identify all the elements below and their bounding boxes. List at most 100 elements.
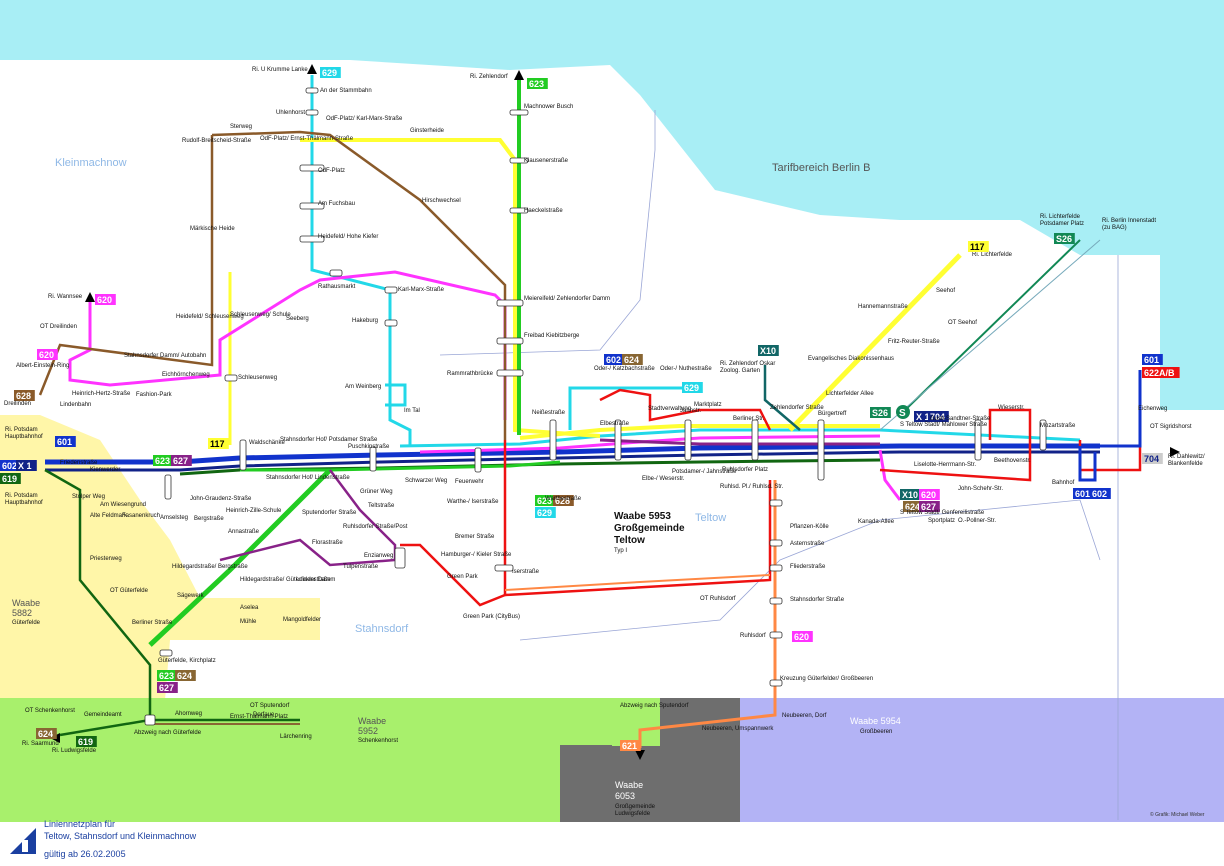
stop-label: Schleusenweg: [238, 375, 277, 381]
stop-label: Stahnsdorfer Straße: [790, 597, 845, 603]
svg-text:620: 620: [39, 350, 54, 360]
line-x10: [763, 365, 801, 431]
line-badge-619: 619: [0, 473, 21, 484]
stop-label: Oder-/ Katzbachstraße: [594, 366, 655, 372]
stop-label: Lindenbahn: [60, 402, 91, 408]
dir-wannsee: Ri. Wannsee: [48, 294, 83, 300]
svg-text:627: 627: [921, 502, 936, 512]
stop-label: Sterweg: [230, 124, 252, 130]
dir-krumme-lanke: Ri. U Krumme Lanke: [252, 67, 308, 73]
svg-text:629: 629: [322, 68, 337, 78]
stop-label: Ruhlsdorfer Straße/Post: [343, 524, 408, 530]
stop-label: Schleusenweg/ Schule: [230, 312, 291, 318]
stop-label: Hamburger-/ Kieler Straße: [441, 552, 512, 558]
stop-label: Hildegardstraße/ Güterfelder Damm: [240, 577, 335, 583]
svg-text:704: 704: [930, 412, 945, 422]
stop-label: Abzweig nach Sputendorf: [620, 703, 689, 709]
svg-text:S26: S26: [1056, 234, 1072, 244]
stop-label: Kreuzung Güterfelder/ Großbeeren: [780, 676, 873, 682]
stop-label: Beethovenstr.: [994, 458, 1031, 464]
waabe-5952-line2: 5952: [358, 726, 378, 736]
svg-text:628: 628: [16, 391, 31, 401]
line-badge-620: 620: [792, 631, 813, 642]
svg-text:628: 628: [555, 496, 570, 506]
stop-label: Jahnstr.: [680, 408, 701, 414]
line-601-east: [1100, 370, 1142, 448]
line-badge-601: 601: [1073, 488, 1094, 499]
svg-text:629: 629: [537, 508, 552, 518]
dir-potsdam-2a: Ri. Potsdam: [5, 493, 38, 499]
stop-label: Seeberg: [286, 316, 309, 322]
stop-label: Kanada-Allee: [858, 519, 895, 525]
line-badge-x10: X10: [900, 489, 921, 500]
line-badge-x1: X 1: [16, 460, 37, 471]
footer-valid: gültig ab 26.02.2005: [44, 849, 126, 859]
stop-label: Luisenstraße: [296, 577, 331, 583]
stop-label: Warthe-/ Iserstraße: [447, 499, 499, 505]
dir-potsdam-1b: Hauptbahnhof: [5, 434, 43, 440]
svg-text:624: 624: [38, 729, 53, 739]
stop-label: Im Tal: [404, 408, 420, 414]
footer-credit: © Grafik: Michael Weber: [1150, 812, 1205, 818]
waabe-6053-area: [560, 698, 740, 822]
stop-label: John-Graudenz-Straße: [190, 496, 252, 502]
svg-text:601: 601: [1075, 489, 1090, 499]
line-badge-627: 627: [157, 682, 178, 693]
svg-text:620: 620: [97, 295, 112, 305]
stop-label: Ginsterheide: [410, 128, 445, 134]
stop-label: OdF-Platz/ Ernst-Thälmann-Straße: [260, 136, 354, 142]
dir-saarmund: Ri. Saarmund: [22, 741, 59, 747]
stop-label: S Teltow Stadt/ Mahlower Straße: [900, 422, 988, 428]
waabe-5952-line1: Waabe: [358, 716, 386, 726]
waabe-5882-line2: 5882: [12, 608, 32, 618]
stop-label: Green Park (CityBus): [463, 614, 520, 620]
dir-dahlewitz-2: Blankenfelde: [1168, 461, 1203, 467]
line-badge-624: 624: [622, 354, 643, 365]
svg-text:619: 619: [2, 474, 17, 484]
stop-label: Rudolf-Breitscheid-Straße: [182, 138, 252, 144]
svg-text:624: 624: [624, 355, 639, 365]
line-badge-622a/b: 622A/B: [1142, 367, 1180, 378]
footer-title-2: Teltow, Stahnsdorf und Kleinmachnow: [44, 831, 197, 841]
stop-label: Pflanzen-Kölle: [790, 524, 829, 530]
waabe-5952-area: [0, 698, 660, 822]
stop-label: Güterfelde, Kirchplatz: [158, 658, 216, 664]
line-620-east: [878, 449, 902, 501]
stop-label: John-Schehr-Str.: [958, 486, 1003, 492]
line-badge-629: 629: [682, 382, 703, 393]
line-623-south: [148, 468, 332, 647]
stop-label: Berliner Str.: [733, 416, 765, 422]
stop-label: Priesterweg: [90, 556, 122, 562]
stop-label: Wieserstr.: [998, 405, 1025, 411]
waabe-6053-line3: Großgemeinde: [615, 804, 656, 810]
stop-label: Eichhörnchenweg: [162, 372, 210, 378]
stop-label: Bürgertreff: [818, 411, 847, 417]
line-s26: [899, 239, 1081, 416]
stop-label: Puschkinstraße: [348, 444, 390, 450]
stop-label: Teltstraße: [368, 503, 395, 509]
area-teltow: Teltow: [695, 512, 726, 524]
stop-label: Albert-Einstein-Ring: [16, 363, 69, 369]
stop-label: Friedenstraße: [60, 460, 98, 466]
svg-text:X 1: X 1: [916, 412, 930, 422]
line-badge-620: 620: [919, 489, 940, 500]
stop-label: Sportplatz: [928, 518, 955, 524]
stop-label: Sputendorfer Straße: [302, 510, 357, 516]
line-117-ne: [788, 253, 962, 432]
stop-label: Stahnsdorfer Damm/ Autobahn: [124, 353, 206, 359]
stop-label: Green Park: [447, 574, 479, 580]
line-badge-623: 623: [535, 495, 556, 506]
stop-label: Seehof: [936, 288, 955, 294]
waabe-5954-sub: Großbeeren: [860, 729, 892, 735]
stop-label: Kienwerder: [90, 467, 120, 473]
line-badge-628: 628: [553, 495, 574, 506]
dir-zehlendorf: Ri. Zehlendorf: [470, 74, 508, 80]
stop-label: Neißestraße: [532, 410, 566, 416]
stop-label: Enzianweg: [364, 553, 393, 559]
svg-text:X 1: X 1: [18, 461, 32, 471]
stop-label: Warthestraße: [545, 496, 582, 502]
stop-label: Asternstraße: [790, 541, 825, 547]
svg-text:602: 602: [606, 355, 621, 365]
vbb-logo-icon: [8, 826, 38, 861]
